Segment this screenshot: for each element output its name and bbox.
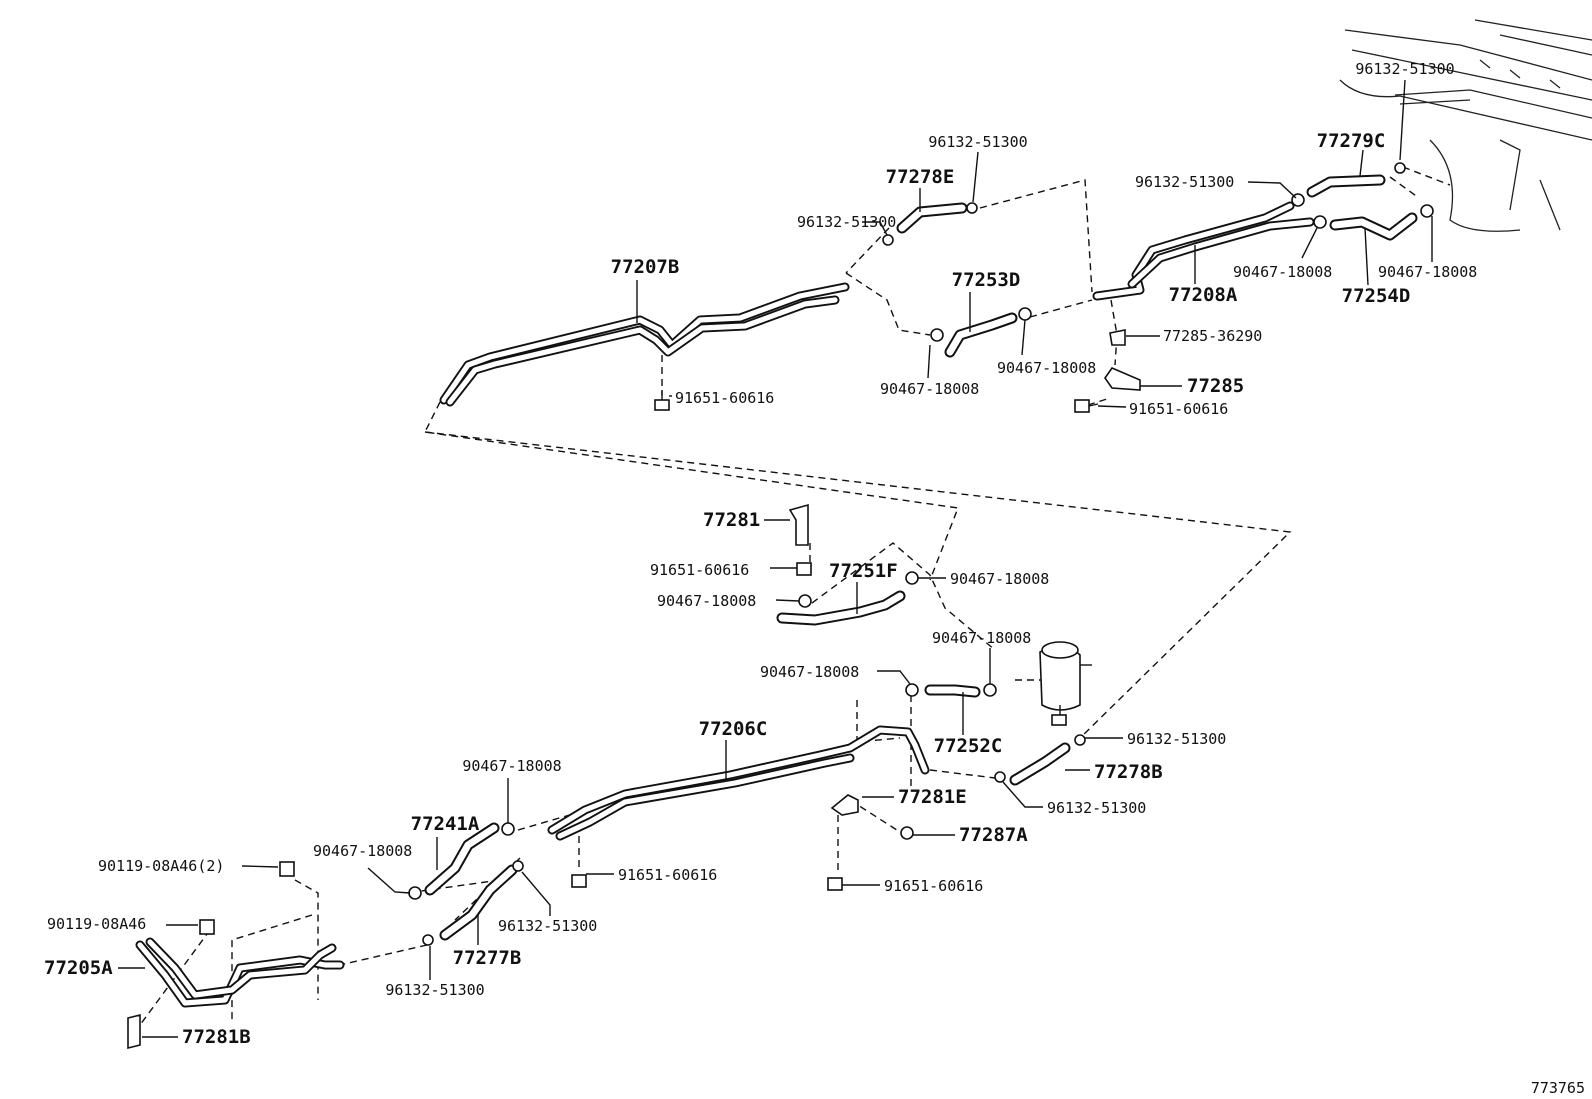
- clamp-icon: [983, 683, 997, 697]
- clamp-icon: [994, 771, 1006, 783]
- clamp-icon: [1018, 307, 1032, 321]
- bracket-icon: [1109, 329, 1126, 346]
- drawing-number: 773765: [1531, 1079, 1585, 1097]
- part-label: 96132-51300: [928, 133, 1027, 151]
- part-label: 77205A: [44, 957, 113, 979]
- part-label: 96132-51300: [1047, 799, 1146, 817]
- part-label: 77281B: [182, 1026, 251, 1048]
- part-label: 77279C: [1317, 130, 1386, 152]
- clamp-icon: [966, 202, 978, 214]
- part-label: 77207B: [611, 256, 680, 278]
- part-label: 77281E: [898, 786, 967, 808]
- clamp-icon: [501, 822, 515, 836]
- part-label: 91651-60616: [1129, 400, 1228, 418]
- part-label: 90467-18008: [462, 757, 561, 775]
- part-label: 91651-60616: [884, 877, 983, 895]
- part-label: 77281: [703, 509, 760, 531]
- part-label: 77241A: [411, 813, 480, 835]
- part-label: 77278E: [886, 166, 955, 188]
- clamp-icon: [512, 860, 524, 872]
- part-label: 90119-08A46: [47, 915, 146, 933]
- clamp-icon: [422, 934, 434, 946]
- clamp-icon: [1394, 162, 1406, 174]
- clamp-icon: [882, 234, 894, 246]
- bolt-icon: [1074, 399, 1099, 413]
- part-label: 96132-51300: [797, 213, 896, 231]
- leader-lines: [118, 79, 1433, 1038]
- part-label: 77206C: [699, 718, 768, 740]
- clamp-icon: [1313, 215, 1327, 229]
- part-label: 90467-18008: [1233, 263, 1332, 281]
- bolt-icon: [796, 562, 812, 576]
- bracket-icon: [1104, 367, 1141, 391]
- part-label: 77287A: [959, 824, 1028, 846]
- bolt-icon: [827, 877, 843, 891]
- part-label: 90467-18008: [1378, 263, 1477, 281]
- bracket-icon: [830, 794, 859, 816]
- hoses: [424, 174, 1418, 941]
- clamp-icon: [408, 886, 422, 900]
- part-label: 96132-51300: [498, 917, 597, 935]
- part-label: 96132-51300: [385, 981, 484, 999]
- part-label: 90119-08A46(2): [98, 857, 224, 875]
- fuel-filter-icon: [1039, 641, 1092, 726]
- clamp-icon: [900, 826, 914, 840]
- bolt-icon: [279, 861, 295, 877]
- part-label: 90467-18008: [657, 592, 756, 610]
- part-label: 77252C: [934, 735, 1003, 757]
- part-label: 90467-18008: [880, 380, 979, 398]
- clamp-icon: [905, 683, 919, 697]
- clamp-icon: [905, 571, 919, 585]
- part-label: 90467-18008: [932, 629, 1031, 647]
- part-label: 77277B: [453, 947, 522, 969]
- part-label: 90467-18008: [997, 359, 1096, 377]
- part-label: 77285: [1187, 375, 1244, 397]
- part-label: 96132-51300: [1127, 730, 1226, 748]
- clamp-icon: [1420, 204, 1434, 218]
- part-label: 96132-51300: [1135, 173, 1234, 191]
- part-label: 90467-18008: [950, 570, 1049, 588]
- part-label: 90467-18008: [313, 842, 412, 860]
- part-label: 91651-60616: [650, 561, 749, 579]
- part-label: 91651-60616: [618, 866, 717, 884]
- clamp-icon: [930, 328, 944, 342]
- part-label: 90467-18008: [760, 663, 859, 681]
- hardware-parts: [127, 162, 1434, 1050]
- bracket-icon: [788, 503, 809, 546]
- pipes: [135, 201, 1315, 1008]
- bolt-icon: [654, 390, 670, 411]
- bolt-icon: [199, 919, 215, 935]
- part-label: 77254D: [1342, 285, 1411, 307]
- part-label: 77285-36290: [1163, 327, 1262, 345]
- clamp-icon: [1074, 734, 1086, 746]
- part-labels: 96132-51300 77279C 96132-51300 96132-51300 7…: [44, 60, 1477, 1048]
- part-label: 91651-60616: [675, 389, 774, 407]
- clamp-icon: [798, 594, 812, 608]
- part-label: 77253D: [952, 269, 1021, 291]
- part-label: 77208A: [1169, 284, 1238, 306]
- bolt-icon: [571, 874, 587, 888]
- part-label: 77278B: [1094, 761, 1163, 783]
- bracket-icon: [127, 1013, 141, 1050]
- part-label: 77251F: [829, 560, 898, 582]
- engine-outline: [1339, 19, 1592, 232]
- part-label: 96132-51300: [1355, 60, 1454, 78]
